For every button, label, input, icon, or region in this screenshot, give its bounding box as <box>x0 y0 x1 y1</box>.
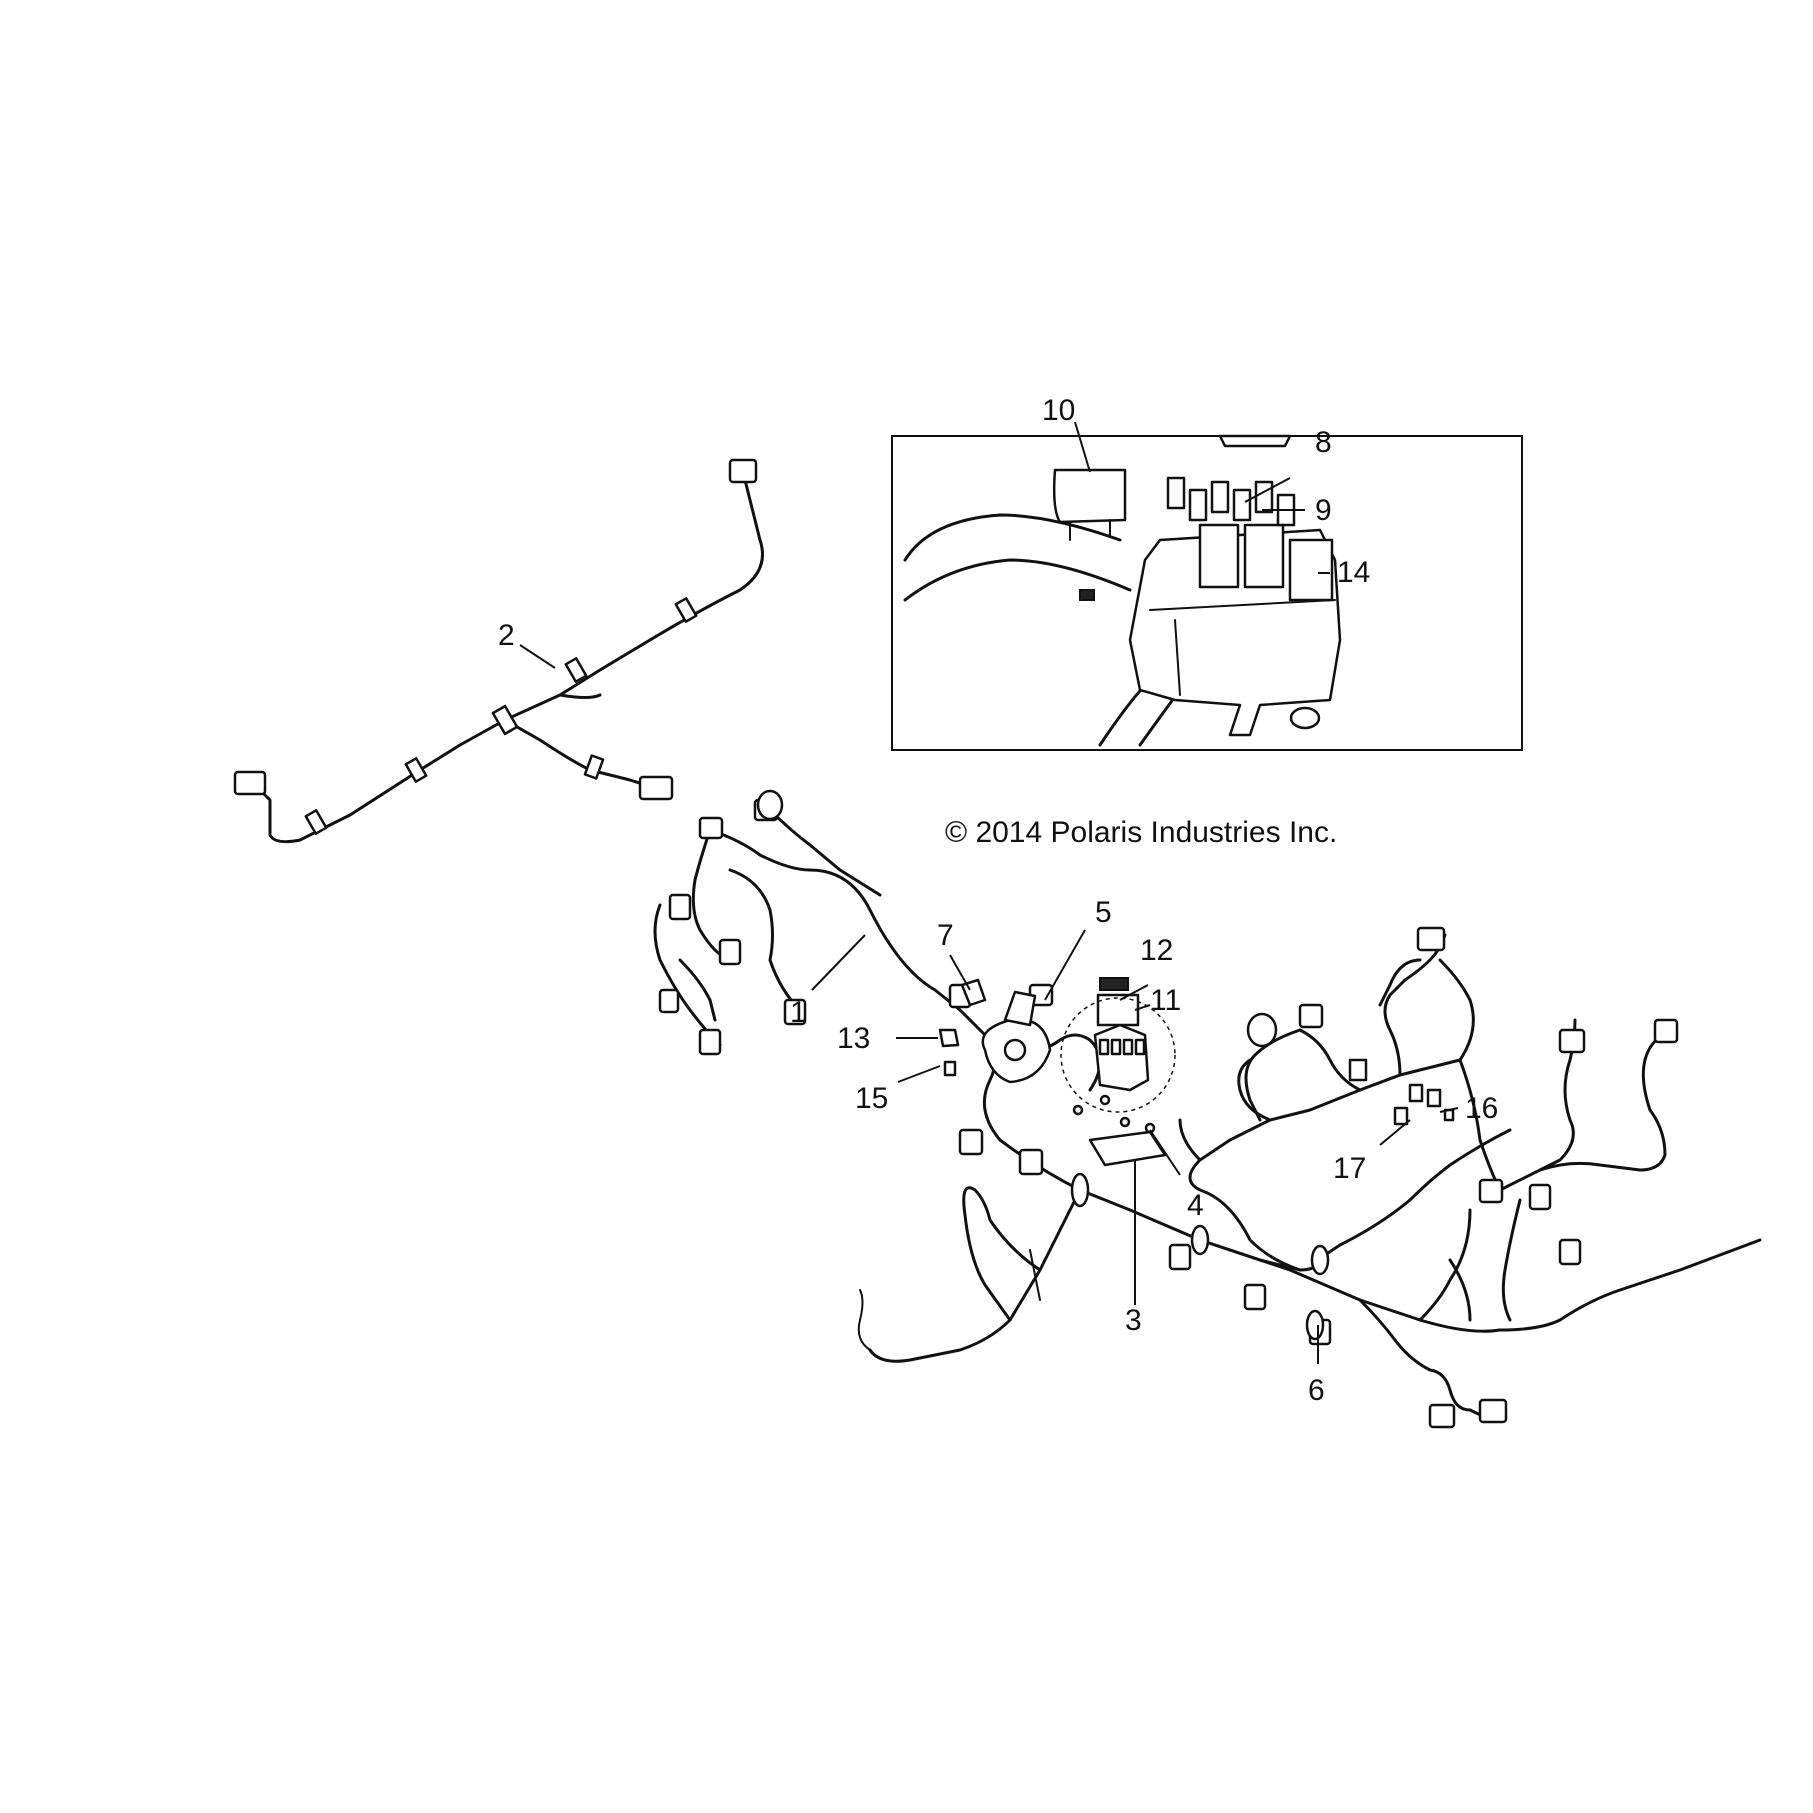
callout-5: 5 <box>1095 896 1112 929</box>
callout-labels: 1 2 3 4 5 6 7 8 9 10 11 12 13 14 15 16 1… <box>498 394 1498 1407</box>
callout-14: 14 <box>1337 556 1370 589</box>
harness-connectors <box>658 789 1679 1429</box>
leader-lines <box>519 421 1459 1364</box>
callout-12: 12 <box>1140 934 1173 967</box>
rear-harness-part-2 <box>233 458 764 844</box>
callout-6: 6 <box>1308 1374 1325 1407</box>
callout-7: 7 <box>937 919 954 952</box>
callout-8: 8 <box>1315 426 1332 459</box>
callout-16: 16 <box>1465 1092 1498 1125</box>
callout-10: 10 <box>1042 394 1075 427</box>
callout-11: 11 <box>1150 984 1181 1017</box>
copyright-notice: © 2014 Polaris Industries Inc. <box>945 816 1337 849</box>
callout-15: 15 <box>855 1082 888 1115</box>
callout-4: 4 <box>1187 1189 1204 1222</box>
callout-2: 2 <box>498 619 515 652</box>
callout-13: 13 <box>837 1022 870 1055</box>
callout-3: 3 <box>1125 1304 1142 1337</box>
callout-17: 17 <box>1333 1152 1366 1185</box>
fuse-box-inset <box>891 434 1523 751</box>
callout-1: 1 <box>790 996 807 1029</box>
callout-9: 9 <box>1315 494 1332 527</box>
main-harness-part-1 <box>653 808 1762 1422</box>
